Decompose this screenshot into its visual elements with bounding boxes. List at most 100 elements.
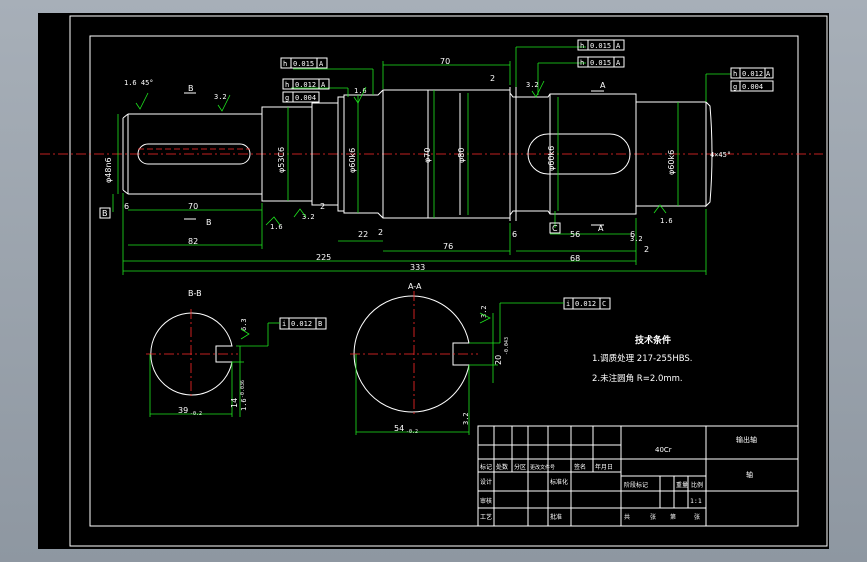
keyway-depth-b: 14 [230,398,239,408]
tolerance-frame-6: h 0.012 A [730,67,774,79]
view-label-a-bottom: A [598,224,604,233]
svg-text:-0.036: -0.036 [240,380,246,398]
tb-stage: 阶段标记 [624,481,648,489]
dia-80: φ80 [457,148,466,163]
dim-225: 225 [316,253,331,262]
dia-shoulder: φ53C6 [277,147,286,173]
chamfer-2b: 2 [490,74,495,83]
shaft-outline [122,87,713,221]
roughness-7: 1.6 [660,217,673,225]
dim-6c: 6 [630,230,635,239]
roughness-9: 6.3 [240,318,248,331]
tb-ratio: 比例 [691,481,703,489]
svg-text:0.012: 0.012 [742,70,763,78]
tolerance-frame-1: h 0.015 A [577,39,625,51]
svg-text:g: g [285,94,289,102]
svg-text:0.004: 0.004 [742,83,763,91]
svg-text:0.012: 0.012 [295,81,316,89]
cad-drawing: 4×45° 70 82 225 333 70 22 76 68 56 6 6 6… [40,15,828,547]
dim-70-key: 70 [188,202,198,211]
part-name-bottom: 轴 [746,470,753,479]
roughness-11: 3.2 [480,305,488,318]
svg-text:共: 共 [624,513,630,521]
svg-text:h: h [283,60,287,68]
dim-68: 68 [570,254,580,263]
dim-6a: 6 [124,202,129,211]
section-aa: 54 -0.2 20 -0.043 3.2 3.2 i 0.012 C [350,291,611,435]
dim-2b: 2 [644,245,649,254]
svg-text:处数: 处数 [496,463,508,471]
dia-right: φ60k6 [667,150,676,175]
roughness-1: 1.6 45° [124,79,154,87]
view-label-b-bottom: B [206,218,212,227]
datum-b: B [99,207,111,219]
dia-left: φ48n6 [104,157,113,183]
svg-text:h: h [733,70,737,78]
chamfer-2: 2 [320,202,325,211]
svg-text:g: g [733,83,737,91]
roughness-6: 1.6 [270,223,283,231]
tb-approve: 批准 [550,513,562,521]
tech-title: 技术条件 [635,334,671,346]
svg-text:签名: 签名 [574,463,586,471]
tolerance-frame-2: h 0.015 A [577,56,625,68]
tolerance-frame-8-val: 0.012 [291,320,312,328]
end-note: 4×45° [710,151,731,159]
tech-item-2: 2.未注圆角 R=2.0mm. [592,373,683,384]
svg-text:-0.2: -0.2 [406,429,418,435]
dia-70: φ70 [423,148,432,163]
svg-text:0.015: 0.015 [590,59,611,67]
svg-text:更改文件号: 更改文件号 [530,464,555,471]
tb-std: 标准化 [550,478,568,486]
tech-item-1: 1.调质处理 217-255HBS. [592,353,693,364]
dim-82: 82 [188,237,198,246]
roughness-8: 3.2 [630,235,643,243]
svg-text:0.015: 0.015 [590,42,611,50]
roughness-2: 3.2 [214,93,227,101]
technical-requirements: 技术条件 1.调质处理 217-255HBS. 2.未注圆角 R=2.0mm. [592,334,693,384]
svg-text:h: h [285,81,289,89]
tolerance-frame-5: g 0.004 [282,91,320,103]
roughness-symbols: 1.6 45° 3.2 1.6 3.2 3.2 1.6 1.6 3.2 [124,79,673,243]
svg-text:h: h [580,42,584,50]
title-block: 40Cr 输出轴 轴 标记 处数 分区 更改文件号 签名 年月日 设计 标准化 … [477,425,799,527]
svg-text:0.004: 0.004 [295,94,316,102]
svg-text:分区: 分区 [514,463,526,471]
keyway-width-a: 54 [394,424,404,433]
keyway-width-b: 39 [178,406,188,415]
svg-text:A: A [616,42,621,50]
svg-text:第: 第 [670,513,676,521]
roughness-5: 3.2 [302,213,315,221]
tolerance-frame-9-val: 0.012 [575,300,596,308]
part-name-top: 输出轴 [736,435,757,444]
svg-text:C: C [552,224,558,233]
inner-frame [89,35,799,527]
tolerance-frame-8-sym: i [282,320,286,328]
material: 40Cr [655,446,672,454]
svg-text:A: A [616,59,621,67]
tb-weight: 重量 [676,481,688,489]
section-aa-label: A-A [408,282,422,291]
tb-check: 审核 [480,497,492,505]
roughness-12: 3.2 [462,412,470,425]
svg-text:标记: 标记 [480,463,492,471]
drawing-canvas: 4×45° 70 82 225 333 70 22 76 68 56 6 6 6… [38,13,829,549]
tolerance-frame-9-sym: i [566,300,570,308]
tb-scale: 1:1 [690,497,702,505]
svg-text:张: 张 [650,513,656,521]
svg-text:-0.2: -0.2 [190,411,202,417]
roughness-3: 1.6 [354,87,367,95]
tb-design: 设计 [480,478,492,486]
dim-6b: 6 [512,230,517,239]
svg-text:-0.043: -0.043 [504,337,510,355]
roughness-4: 3.2 [526,81,539,89]
dim-22: 22 [358,230,368,239]
svg-text:h: h [580,59,584,67]
svg-text:B: B [102,209,108,218]
dim-70-top: 70 [440,57,450,66]
tolerance-frame-3: h 0.015 A [280,57,328,69]
dim-2a: 2 [378,228,383,237]
dimension-texts: 70 82 225 333 70 22 76 68 56 6 6 6 2 2 2… [104,57,676,272]
view-label-a-top: A [600,81,606,90]
dim-76: 76 [443,242,453,251]
